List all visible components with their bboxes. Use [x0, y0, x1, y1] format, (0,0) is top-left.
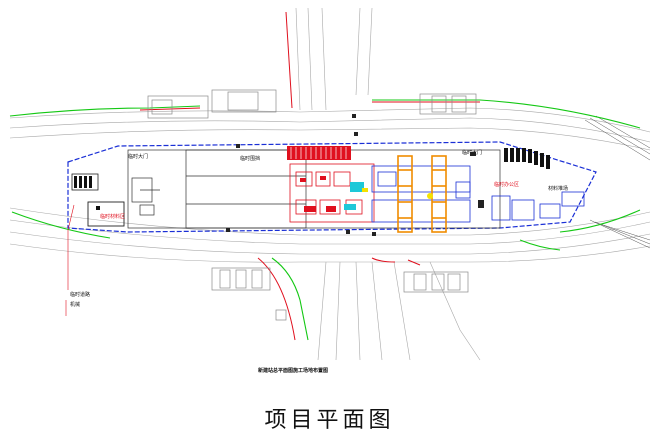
blue-work-area [371, 165, 471, 223]
label-note-a: 材料堆场 [548, 185, 568, 192]
red-road-lines [139, 11, 480, 341]
caption: 项目平面图 [264, 408, 395, 433]
red-material-block [287, 146, 351, 160]
label-callout-2: 机械 [70, 301, 80, 308]
label-office-right: 临时办公区 [494, 181, 519, 188]
office-containers-top-right [504, 148, 550, 169]
work-zone-fills [300, 176, 364, 212]
right-road-hatch [584, 115, 651, 249]
road-lines [9, 7, 651, 361]
misc-marks [226, 114, 484, 236]
site-boundary-dashed [67, 141, 597, 233]
orange-gantry-frames [397, 155, 447, 233]
drawing-title: 新建站总平面图施工场地布置图 [258, 367, 328, 374]
label-plan-top: 临时围挡 [240, 155, 260, 162]
work-zone-center [289, 163, 375, 223]
station-structure [127, 149, 501, 229]
label-gate-left: 临时大门 [128, 153, 148, 160]
green-boundary-lines [9, 99, 641, 341]
label-callout-1: 临时道路 [70, 291, 90, 298]
office-containers-right [491, 191, 585, 221]
yellow-markers [362, 188, 433, 199]
existing-buildings [147, 89, 477, 321]
left-office-blocks [71, 173, 125, 227]
label-equipment-yard: 临时材料区 [100, 213, 125, 220]
left-leader [65, 204, 75, 316]
